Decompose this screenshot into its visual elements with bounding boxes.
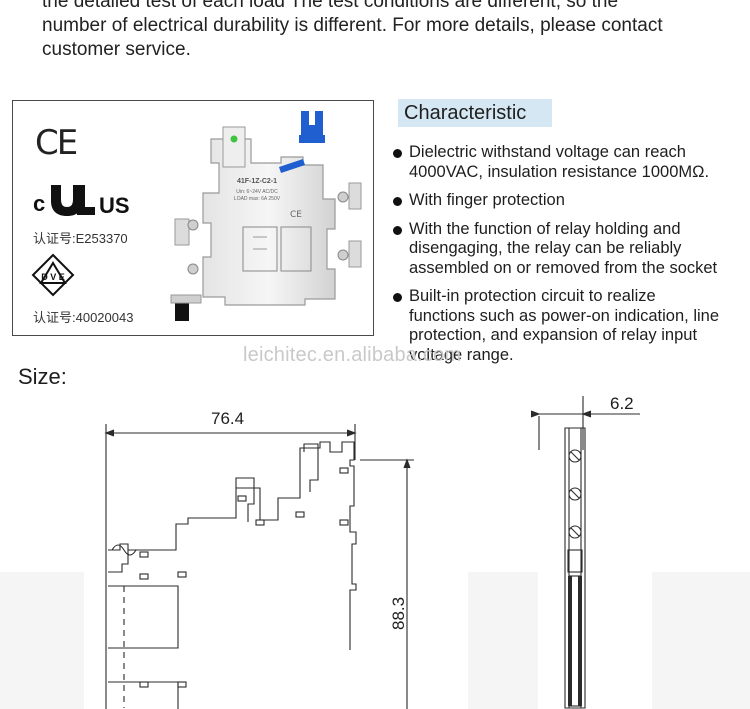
size-heading: Size: bbox=[18, 364, 67, 389]
vde-mark-logo: D V E bbox=[31, 253, 75, 297]
svg-text:D V E: D V E bbox=[41, 272, 65, 282]
intro-paragraph: the detailed test of each load The test … bbox=[42, 0, 748, 62]
rating-label: LOAD max: 6A 250V bbox=[234, 196, 281, 202]
vde-cert-number: 认证号:40020043 bbox=[33, 310, 134, 325]
list-item-line: assembled on or removed from the socket bbox=[409, 258, 718, 277]
background-band bbox=[468, 572, 538, 709]
list-item-line: disengaging, the relay can be reliably bbox=[409, 239, 682, 257]
cul-us-mark-logo: c US bbox=[33, 185, 130, 218]
list-item-line: functions such as power-on indication, l… bbox=[409, 306, 720, 325]
list-item: Dielectric withstand voltage can reach 4… bbox=[392, 143, 750, 182]
model-label: 41F-1Z-C2-1 bbox=[237, 178, 277, 185]
intro-line: number of electrical durability is diffe… bbox=[42, 15, 663, 36]
svg-text:CE: CE bbox=[290, 210, 302, 220]
list-item-line: Built-in protection circuit to realize bbox=[409, 287, 656, 305]
intro-line: customer service. bbox=[42, 39, 191, 60]
watermark-text: leichitec.en.alibaba.com bbox=[243, 344, 462, 366]
list-item: Built-in protection circuit to realize f… bbox=[392, 287, 750, 365]
ul-cert-number: 认证号:E253370 bbox=[33, 231, 128, 246]
certification-panel: CE c US 认证号:E253370 D V E 认证号:40020043 bbox=[12, 100, 374, 336]
led-indicator bbox=[230, 135, 238, 143]
ul-prefix: c bbox=[33, 191, 45, 216]
list-item-line: 4000VAC, insulation resistance 1000MΩ. bbox=[409, 162, 710, 181]
height-dimension-label: 88.3 bbox=[389, 597, 408, 630]
relay-socket-image: 41F-1Z-C2-1 Uin: 6~24V AC/DC LOAD max: 6… bbox=[170, 111, 362, 321]
dimension-drawing: 76.4 88.3 6.2 bbox=[104, 394, 640, 709]
intro-line: the detailed test of each load The test … bbox=[42, 0, 619, 12]
list-item-line: voltage range. bbox=[409, 345, 514, 364]
background-band bbox=[652, 572, 750, 709]
ce-mark-logo: CE bbox=[35, 123, 78, 163]
ul-suffix: US bbox=[99, 193, 130, 218]
characteristic-list: Dielectric withstand voltage can reach 4… bbox=[392, 143, 750, 374]
list-item-line: With finger protection bbox=[409, 191, 565, 209]
list-item-line: With the function of relay holding and bbox=[409, 219, 681, 238]
rating-label: Uin: 6~24V AC/DC bbox=[236, 189, 278, 195]
width-dimension-label: 76.4 bbox=[211, 409, 244, 428]
list-item: With the function of relay holding and d… bbox=[392, 220, 750, 279]
list-item-line: protection, and expansion of relay input bbox=[409, 326, 698, 344]
list-item-line: Dielectric withstand voltage can reach bbox=[409, 143, 686, 161]
ul-logo-shape bbox=[51, 185, 95, 216]
list-item: With finger protection bbox=[392, 191, 750, 211]
characteristic-title: Characteristic bbox=[398, 99, 552, 127]
background-band bbox=[0, 572, 84, 709]
depth-dimension-label: 6.2 bbox=[610, 394, 634, 413]
